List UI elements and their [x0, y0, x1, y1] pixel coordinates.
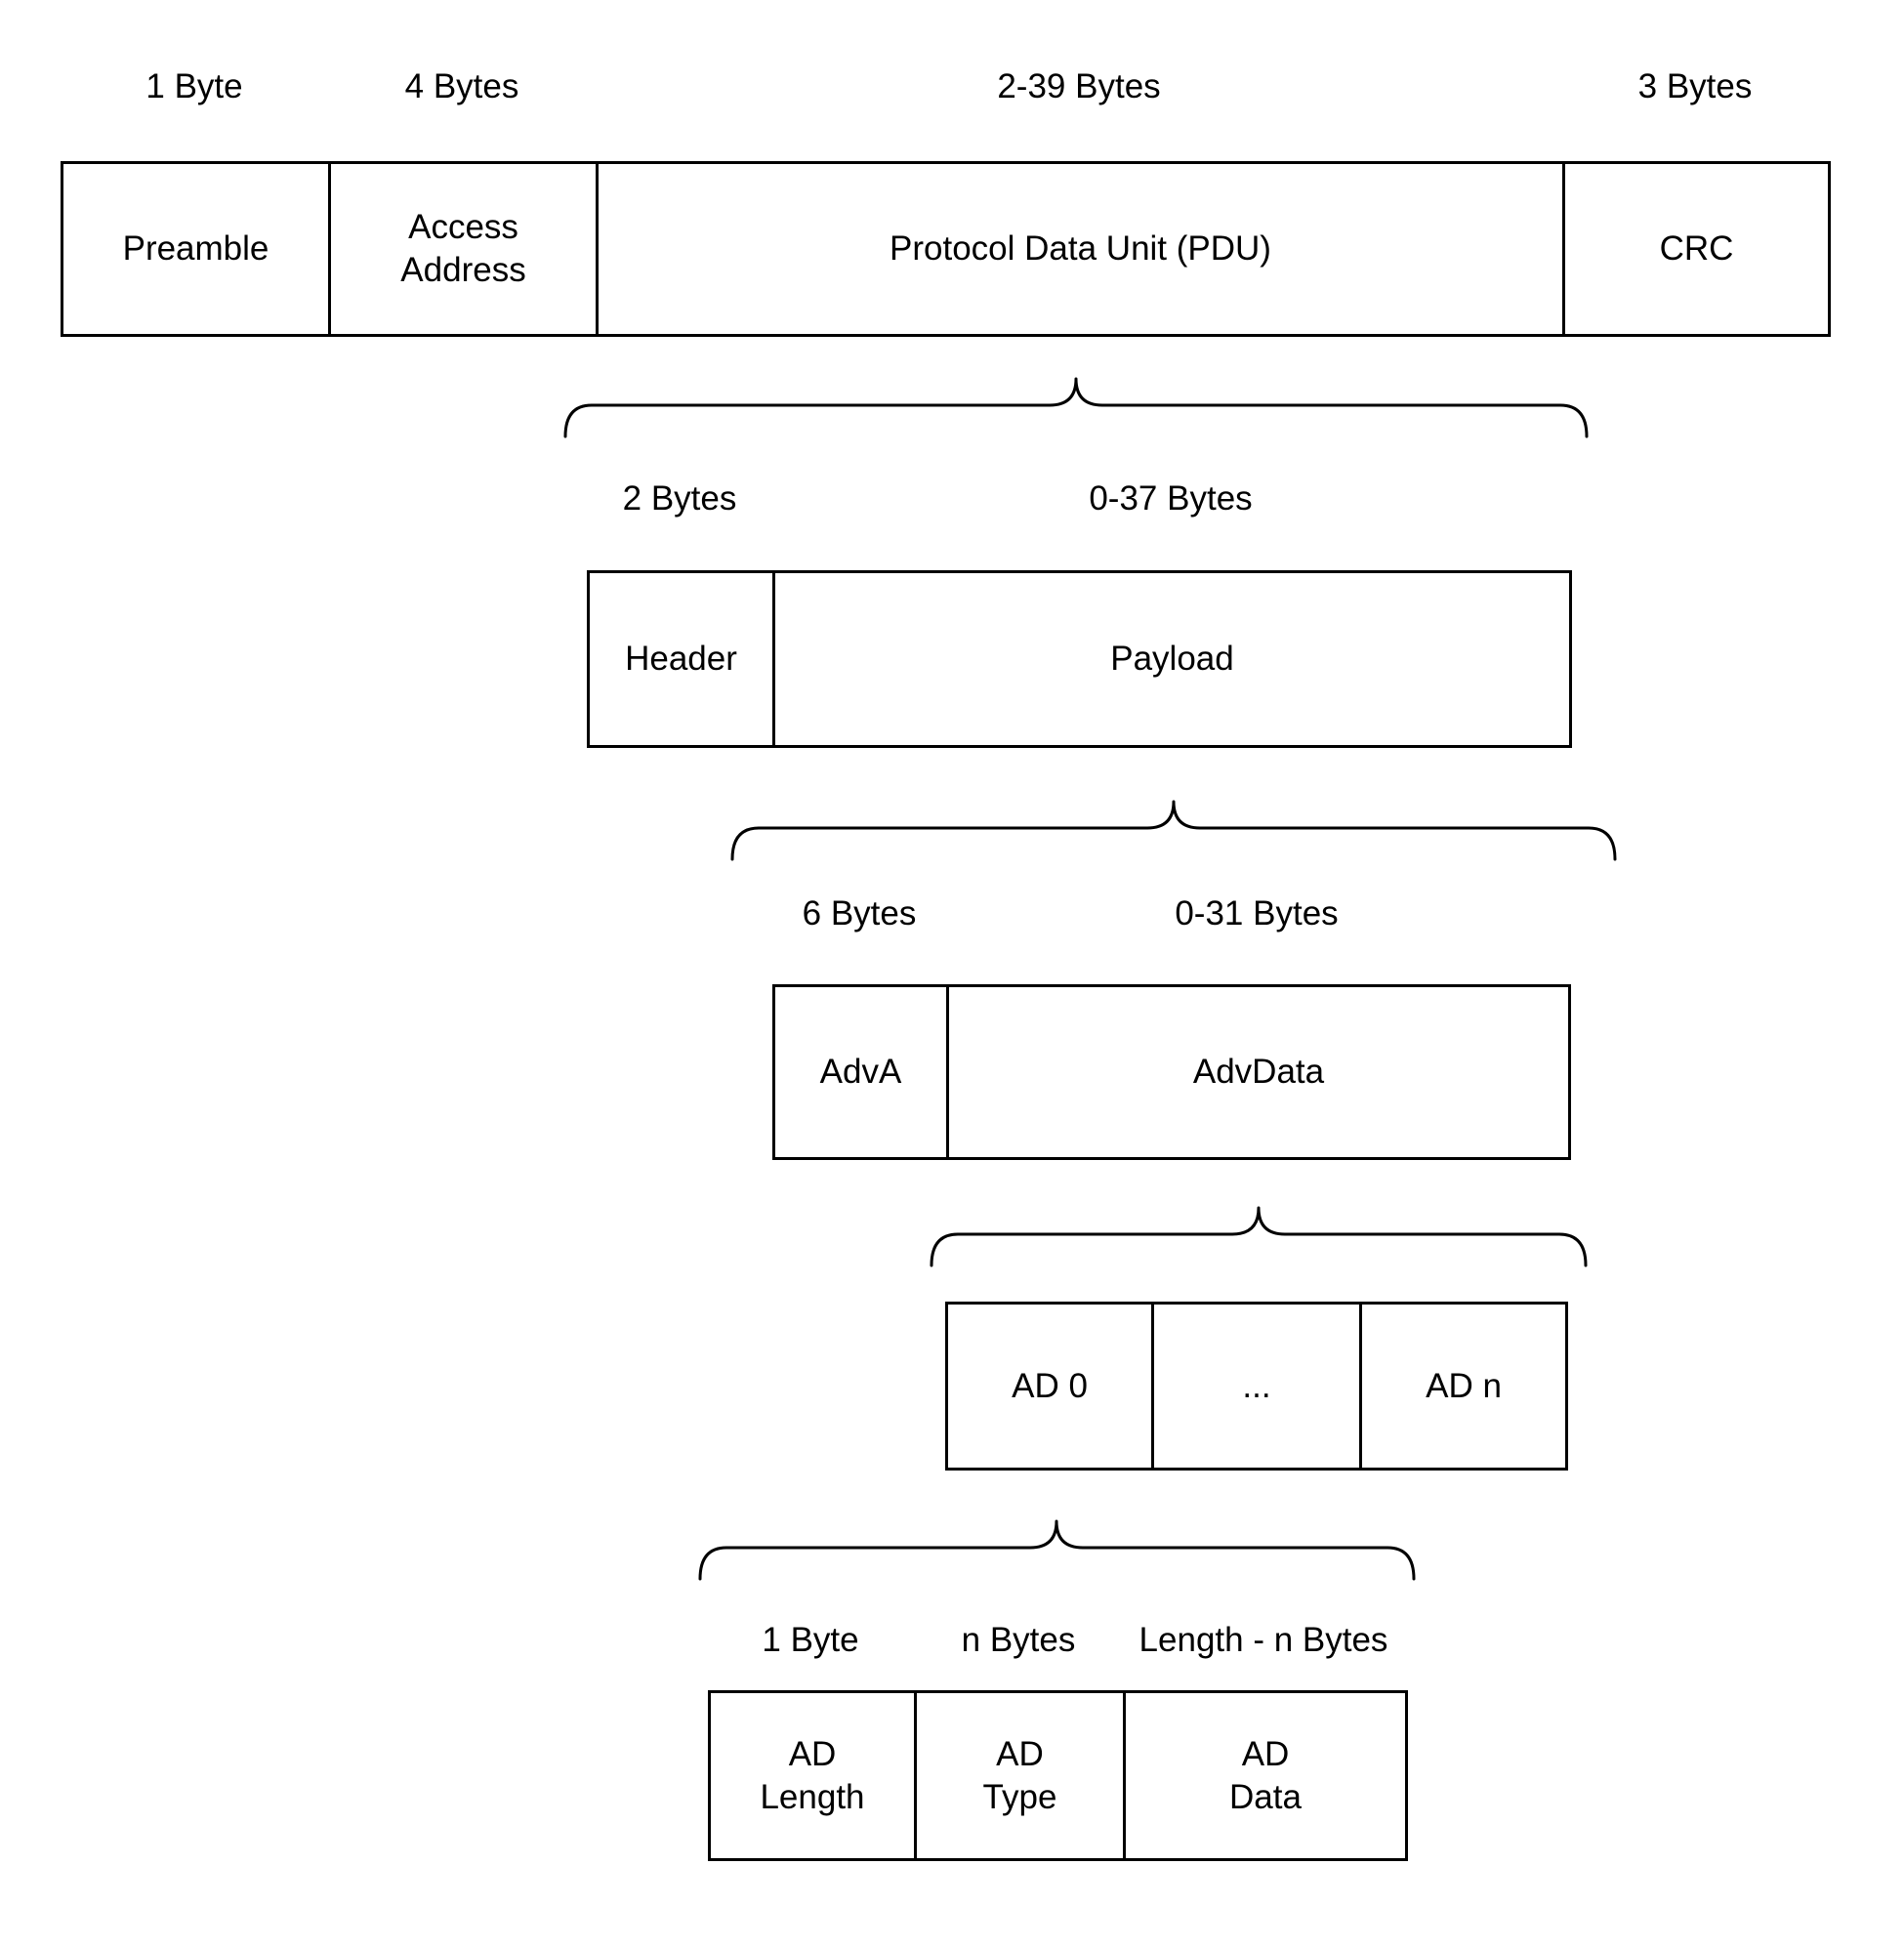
cell-adn: AD n — [1359, 1302, 1568, 1471]
cell-ad0: AD 0 — [945, 1302, 1154, 1471]
size-label-advdata: 0-31 Bytes — [1175, 894, 1339, 933]
size-label-access-address: 4 Bytes — [404, 67, 519, 105]
size-label-crc: 3 Bytes — [1637, 67, 1753, 105]
brace-payload-expansion — [730, 800, 1617, 861]
size-label-header: 2 Bytes — [622, 479, 737, 518]
cell-pdu: Protocol Data Unit (PDU) — [596, 161, 1565, 337]
cell-header: Header — [587, 570, 775, 748]
cell-ad-length: AD Length — [708, 1690, 917, 1861]
cell-preamble: Preamble — [61, 161, 331, 337]
cell-access-address: Access Address — [328, 161, 599, 337]
cell-ad-data: AD Data — [1123, 1690, 1408, 1861]
brace-advdata-expansion — [930, 1206, 1588, 1267]
size-label-payload: 0-37 Bytes — [1089, 479, 1253, 518]
size-label-adva: 6 Bytes — [802, 894, 917, 933]
size-label-pdu: 2-39 Bytes — [997, 67, 1161, 105]
cell-advdata: AdvData — [946, 984, 1571, 1160]
cell-ad-type: AD Type — [914, 1690, 1126, 1861]
size-label-preamble: 1 Byte — [145, 67, 243, 105]
size-label-ad-type: n Bytes — [961, 1621, 1076, 1659]
cell-payload: Payload — [772, 570, 1572, 748]
brace-pdu-expansion — [563, 377, 1589, 438]
cell-crc: CRC — [1562, 161, 1831, 337]
size-label-ad-length: 1 Byte — [762, 1621, 859, 1659]
cell-adva: AdvA — [772, 984, 949, 1160]
size-label-ad-data: Length - n Bytes — [1138, 1621, 1388, 1659]
cell-ad-ellipsis: ... — [1151, 1302, 1362, 1471]
brace-ad-structure-expansion — [698, 1519, 1416, 1581]
